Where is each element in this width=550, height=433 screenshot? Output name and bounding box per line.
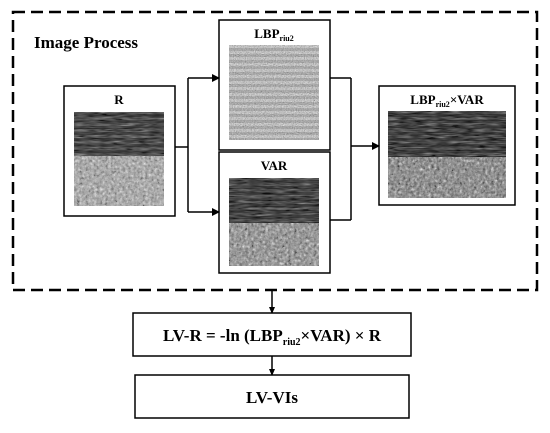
var-label: VAR	[261, 158, 288, 173]
product-image	[388, 111, 506, 198]
connectors	[175, 74, 380, 376]
lbp-image	[229, 45, 319, 140]
var-box: VAR	[218, 151, 331, 274]
output-box: LV-VIs	[134, 374, 410, 419]
lbp-label: LBPriu2	[254, 26, 294, 43]
formula-text: LV-R = -ln (LBPriu2×VAR) × R	[163, 326, 382, 348]
product-box: LBPriu2×VAR	[378, 85, 516, 206]
r-label: R	[114, 92, 124, 107]
r-box: R	[63, 85, 176, 217]
var-image	[229, 178, 319, 266]
output-label: LV-VIs	[246, 388, 298, 407]
r-image	[74, 112, 164, 206]
lbp-box: LBPriu2	[218, 19, 331, 151]
formula-box: LV-R = -ln (LBPriu2×VAR) × R	[132, 312, 412, 357]
region-title: Image Process	[34, 33, 138, 52]
product-label: LBPriu2×VAR	[410, 92, 484, 109]
image-process-region	[11, 10, 539, 292]
